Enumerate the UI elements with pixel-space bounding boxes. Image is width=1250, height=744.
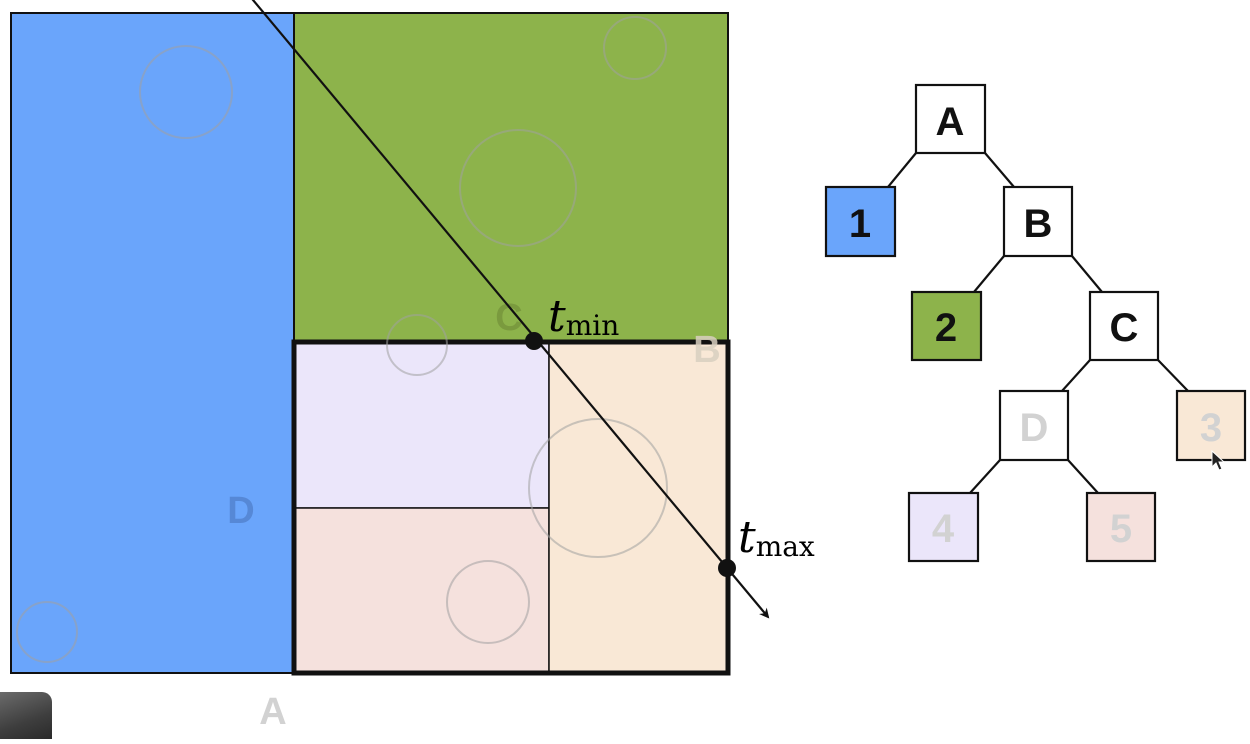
edge-d-5 (1067, 459, 1099, 494)
split-label-b: B (693, 329, 720, 371)
t-min-label: tmin (548, 291, 619, 342)
region-4-lavender (293, 341, 550, 509)
edge-c-3 (1157, 359, 1189, 392)
object-circle (386, 314, 448, 376)
node-c-bounding-box (291, 339, 731, 676)
tree-node-c-label: C (1110, 306, 1139, 350)
object-circle (603, 16, 667, 80)
tree-node-a-label: A (936, 100, 965, 144)
tree-leaf-5: 5 (1085, 491, 1157, 563)
t-min-symbol: t (548, 291, 566, 342)
edge-a-1 (887, 152, 917, 188)
t-max-symbol: t (738, 512, 756, 563)
edge-d-4 (969, 459, 1001, 494)
space-partition: A B C D (10, 12, 731, 733)
split-label-d: D (227, 490, 254, 532)
split-label-a: A (259, 691, 286, 733)
tree-node-c: C (1088, 290, 1160, 362)
t-max-subscript: max (756, 530, 815, 563)
object-circle (446, 560, 530, 644)
edge-c-d (1061, 359, 1091, 392)
tree-leaf-3-label: 3 (1200, 406, 1222, 450)
mouse-cursor-icon (1211, 449, 1226, 471)
tree-node-d: D (998, 389, 1070, 462)
edge-b-c (1071, 255, 1103, 293)
tree-node-b: B (1002, 185, 1074, 258)
tree-leaf-1-label: 1 (849, 202, 871, 246)
tree-node-d-label: D (1020, 406, 1049, 450)
object-circle (528, 418, 668, 558)
region-1-blue (10, 12, 295, 674)
ray-line (251, 0, 770, 619)
region-3-peach (548, 341, 729, 674)
webcam-thumbnail (0, 692, 52, 739)
tree-leaf-4-label: 4 (932, 507, 955, 551)
tree-edges (887, 152, 1189, 494)
tree-node-a: A (914, 83, 987, 155)
region-2-green (293, 12, 729, 343)
kd-tree: A 1 B 2 C (824, 83, 1247, 563)
scene-objects (16, 16, 668, 663)
t-min-subscript: min (566, 309, 620, 342)
tree-leaf-5-label: 5 (1110, 507, 1132, 551)
t-min-point (525, 332, 543, 350)
tree-leaf-3: 3 (1175, 389, 1247, 462)
edge-b-2 (973, 255, 1005, 293)
region-5-pink (293, 507, 550, 674)
edge-a-b (984, 152, 1015, 188)
t-max-label: tmax (738, 512, 815, 563)
tree-leaf-1: 1 (824, 185, 897, 258)
t-max-point (718, 559, 736, 577)
object-circle (139, 45, 233, 139)
tree-leaf-2: 2 (910, 290, 983, 362)
object-circle (459, 129, 577, 247)
tree-leaf-2-label: 2 (935, 306, 957, 350)
ray: tmin tmax (251, 0, 815, 619)
object-circle (16, 601, 78, 663)
tree-node-b-label: B (1024, 202, 1053, 246)
tree-leaf-4: 4 (907, 491, 980, 563)
